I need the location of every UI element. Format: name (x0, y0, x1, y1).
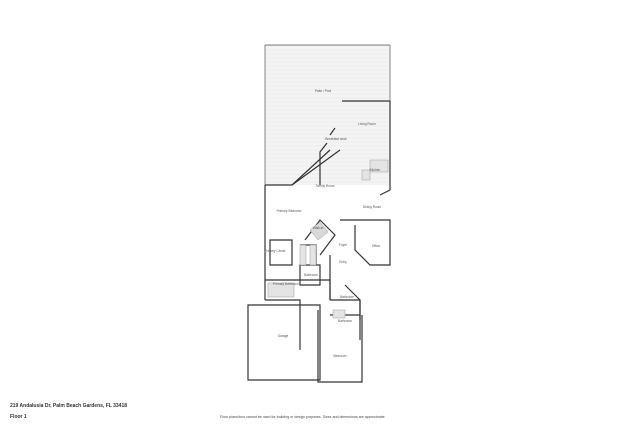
room-name: Breakfast nook (325, 137, 347, 142)
room-name: Garage (277, 334, 289, 339)
room-name: Primary Closet (264, 249, 286, 254)
patio-area (264, 44, 391, 185)
room-name: Patio / Pool (314, 89, 332, 94)
room-name: Bedroom (333, 354, 347, 359)
room-label: Dining Room (362, 205, 382, 210)
room-name: Entry (339, 260, 347, 265)
room-label: Entry (339, 260, 347, 265)
room-name: Foyer (338, 243, 348, 248)
room-name: Office (371, 244, 381, 249)
room-label: Bathroom (340, 295, 354, 300)
room-label: Garage (277, 334, 289, 339)
room-name: Primary Bathroom (273, 282, 299, 287)
property-address: 219 Andalusia Dr, Palm Beach Gardens, FL… (10, 403, 127, 409)
room-name: Living Room (358, 122, 376, 127)
room-name: Bathroom (304, 273, 318, 278)
room-name: Dining Room (362, 205, 382, 210)
room-name: Bathroom (338, 319, 352, 324)
room-label: Patio / Pool (314, 89, 332, 94)
fixtures (267, 159, 389, 319)
room-name: Family Room (315, 184, 335, 189)
room-label: Primary Closet (264, 249, 286, 254)
room-label: Walk-in (312, 226, 324, 231)
room-label: Living Room (358, 122, 376, 127)
room-label: Bathroom (304, 273, 318, 278)
room-label: Foyer (338, 243, 348, 248)
floor-label: Floor 1 (10, 414, 27, 420)
room-name: Kitchen (369, 168, 381, 173)
room-label: Primary Bedroom (276, 209, 302, 214)
room-label: Primary Bathroom (273, 282, 299, 287)
room-label: Bathroom (338, 319, 352, 324)
room-label: Bedroom (333, 354, 347, 359)
room-name: Primary Bedroom (276, 209, 302, 214)
room-label: Family Room (315, 184, 335, 189)
room-name: Walk-in (312, 226, 324, 231)
room-label: Breakfast nook (325, 137, 347, 142)
room-label: Kitchen (369, 168, 381, 173)
room-label: Office (371, 244, 381, 249)
disclaimer-text: Floor plans/tour cannot be used for buil… (220, 415, 386, 419)
walls (247, 100, 391, 383)
room-name: Bathroom (340, 295, 354, 300)
